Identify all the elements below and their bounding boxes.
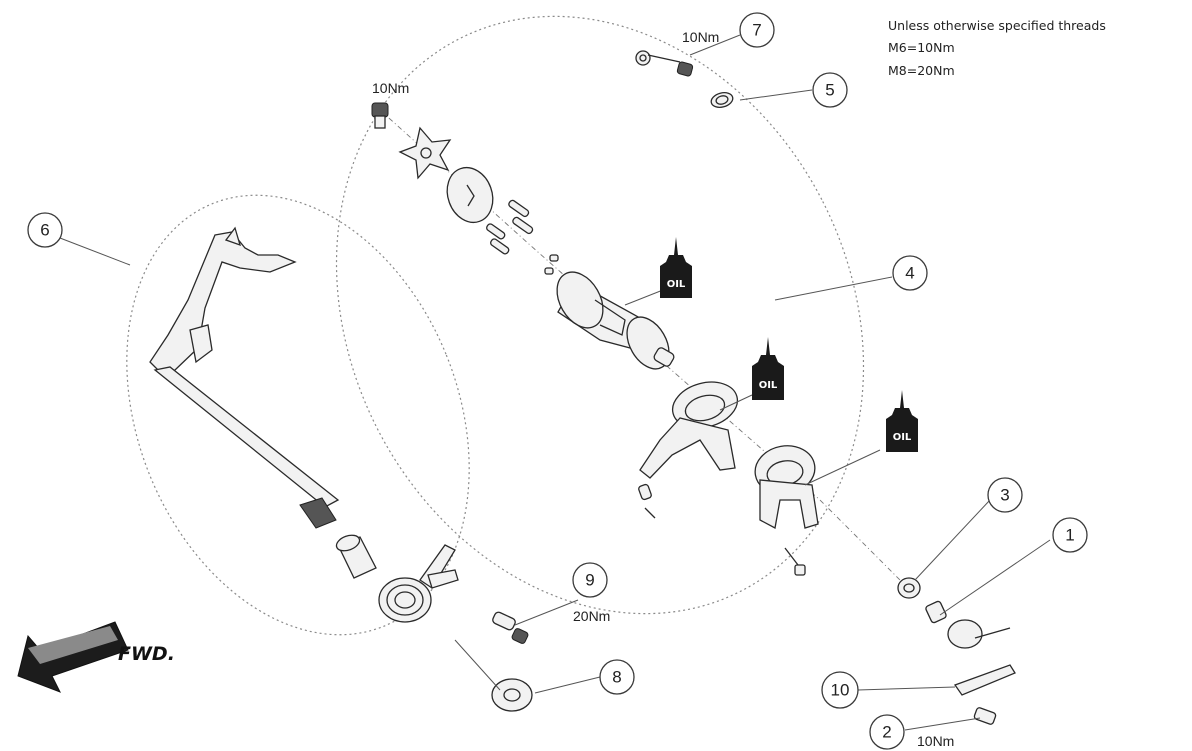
shift-fork-1	[638, 381, 739, 519]
svg-text:7: 7	[752, 21, 761, 40]
bolt-9	[492, 611, 529, 644]
callout-3: 3	[987, 477, 1023, 513]
oil-bottle-1: OIL	[660, 237, 692, 298]
shift-drum	[556, 271, 675, 370]
svg-text:9: 9	[585, 571, 594, 590]
oil-label-2: OIL	[759, 380, 778, 391]
group-outline-shift-shaft	[126, 194, 470, 636]
callout-7: 7	[739, 12, 775, 48]
callout-5: 5	[812, 72, 848, 108]
forward-direction-arrow: FWD.	[17, 621, 175, 693]
oil-label-3: OIL	[893, 432, 912, 443]
oil-bottle-3: OIL	[886, 390, 918, 452]
svg-text:4: 4	[905, 264, 914, 283]
callout-6: 6	[27, 212, 63, 248]
top-bolt	[371, 102, 389, 129]
return-spring	[378, 544, 459, 623]
group-outline-shift-drum	[335, 15, 865, 615]
shaft-bushing	[335, 534, 377, 579]
note-line-1: Unless otherwise specified threads	[888, 18, 1106, 33]
note-line-3: M8=20Nm	[888, 63, 955, 78]
shift-fork-2	[754, 445, 819, 576]
thread-torque-note: Unless otherwise specified threads M6=10…	[888, 18, 1106, 78]
callout-4: 4	[892, 255, 928, 291]
bolt-stack-right	[897, 577, 1011, 649]
svg-text:6: 6	[40, 221, 49, 240]
svg-text:3: 3	[1000, 486, 1009, 505]
leader-lines	[59, 34, 1051, 731]
callout-9: 9	[572, 562, 608, 598]
callout-2: 2	[869, 714, 905, 750]
callout-1: 1	[1052, 517, 1088, 553]
callout-8: 8	[599, 659, 635, 695]
detent-lever-assembly	[635, 50, 734, 108]
oil-bottle-2: OIL	[752, 337, 784, 400]
bolt-2	[973, 707, 997, 725]
dowel-pins	[486, 199, 559, 275]
torque-label-top-bolt: 10Nm	[372, 80, 409, 96]
star-cam	[398, 126, 452, 180]
svg-text:1: 1	[1065, 526, 1074, 545]
torque-label-7: 10Nm	[682, 29, 719, 45]
torque-label-9: 20Nm	[573, 608, 610, 624]
svg-text:5: 5	[825, 81, 834, 100]
oil-label-1: OIL	[667, 279, 686, 290]
forward-label: FWD.	[118, 643, 175, 665]
torque-label-2: 10Nm	[917, 733, 954, 749]
pin-10	[953, 664, 1016, 696]
shift-shaft	[149, 226, 340, 529]
callout-10: 10	[821, 671, 859, 709]
svg-text:10: 10	[831, 681, 850, 700]
svg-text:8: 8	[612, 668, 621, 687]
washer-8	[491, 678, 533, 712]
note-line-2: M6=10Nm	[888, 40, 955, 55]
svg-text:2: 2	[882, 723, 891, 742]
disc-plate	[446, 166, 494, 224]
